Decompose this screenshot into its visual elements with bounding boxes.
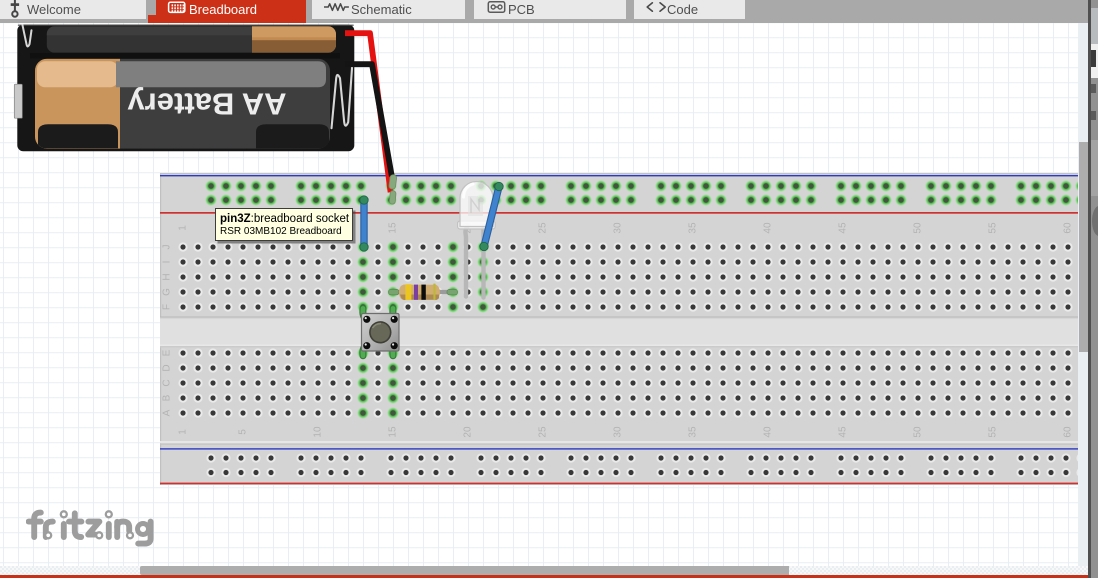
- svg-text:35: 35: [688, 426, 699, 438]
- svg-text:35: 35: [688, 222, 699, 234]
- svg-text:15: 15: [388, 222, 399, 234]
- svg-text:10: 10: [313, 426, 324, 438]
- svg-text:40: 40: [763, 222, 774, 234]
- svg-text:I: I: [162, 261, 173, 264]
- svg-text:60: 60: [1063, 222, 1074, 234]
- svg-text:25: 25: [538, 222, 549, 234]
- svg-text:30: 30: [613, 426, 624, 438]
- svg-text:55: 55: [988, 426, 999, 438]
- svg-text:G: G: [162, 288, 173, 296]
- svg-text:B: B: [162, 394, 173, 401]
- svg-text:50: 50: [913, 222, 924, 234]
- svg-text:D: D: [162, 364, 173, 371]
- svg-text:55: 55: [988, 222, 999, 234]
- svg-text:AA Battery: AA Battery: [127, 86, 287, 121]
- svg-text:C: C: [162, 379, 173, 386]
- svg-text:40: 40: [763, 426, 774, 438]
- svg-text:F: F: [162, 304, 173, 310]
- svg-text:1: 1: [178, 225, 189, 231]
- svg-text:45: 45: [838, 222, 849, 234]
- svg-text:60: 60: [1063, 426, 1074, 438]
- svg-text:15: 15: [388, 426, 399, 438]
- svg-text:1: 1: [178, 429, 189, 435]
- svg-text:50: 50: [913, 426, 924, 438]
- svg-text:25: 25: [538, 426, 549, 438]
- svg-text:A: A: [162, 409, 173, 416]
- svg-text:30: 30: [613, 222, 624, 234]
- svg-text:45: 45: [838, 426, 849, 438]
- svg-text:J: J: [162, 245, 173, 250]
- svg-text:20: 20: [463, 426, 474, 438]
- svg-text:H: H: [162, 273, 173, 280]
- svg-text:E: E: [162, 349, 173, 356]
- svg-text:5: 5: [238, 429, 249, 435]
